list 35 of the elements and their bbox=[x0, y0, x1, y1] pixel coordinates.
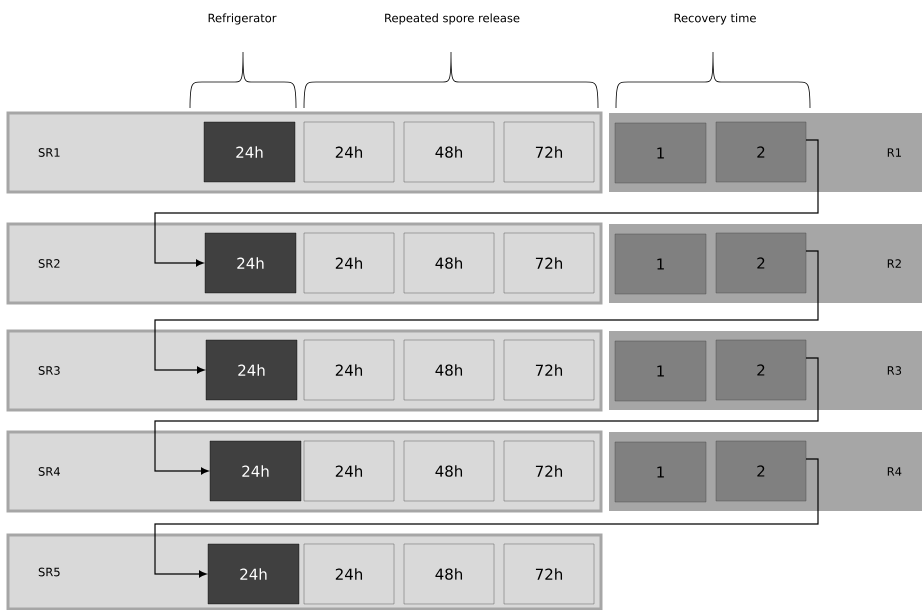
recovery-box: 1 bbox=[614, 234, 706, 294]
release-box: 48h bbox=[404, 440, 494, 502]
release-box: 24h bbox=[304, 340, 394, 400]
release-box: 48h bbox=[404, 122, 494, 182]
release-box: 72h bbox=[504, 544, 594, 604]
recovery-box: 1 bbox=[614, 122, 706, 184]
recovery-box: 1 bbox=[614, 442, 706, 502]
recovery-box: 2 bbox=[716, 122, 806, 182]
heading: Recovery time bbox=[674, 13, 756, 25]
release-box: 48h bbox=[404, 232, 494, 294]
release-box: 24h bbox=[304, 232, 394, 294]
refrigerator-box: 24h bbox=[206, 340, 298, 400]
release-box: 24h bbox=[304, 544, 394, 604]
connector-arrow bbox=[154, 357, 819, 474]
refrigerator-box: 24h bbox=[210, 440, 302, 502]
heading: Refrigerator bbox=[208, 13, 276, 25]
connector-arrow bbox=[154, 458, 819, 578]
refrigerator-box: 24h bbox=[204, 232, 296, 294]
refrigerator-box: 24h bbox=[208, 544, 300, 604]
recovery-box: 2 bbox=[716, 440, 806, 502]
release-box: 72h bbox=[504, 440, 594, 502]
release-box: 24h bbox=[304, 440, 394, 502]
refrigerator-box: 24h bbox=[204, 122, 296, 182]
recovery-box: 2 bbox=[716, 340, 806, 400]
release-box: 72h bbox=[504, 232, 594, 294]
recovery-box: 2 bbox=[716, 232, 806, 294]
connector-arrow bbox=[154, 139, 819, 266]
release-box: 48h bbox=[404, 340, 494, 400]
recovery-box: 1 bbox=[614, 340, 706, 402]
release-box: 48h bbox=[404, 544, 494, 604]
release-box: 72h bbox=[504, 122, 594, 182]
release-box: 72h bbox=[504, 340, 594, 400]
heading: Repeated spore release bbox=[385, 13, 520, 25]
release-box: 24h bbox=[304, 122, 394, 182]
connector-arrow bbox=[154, 250, 819, 374]
